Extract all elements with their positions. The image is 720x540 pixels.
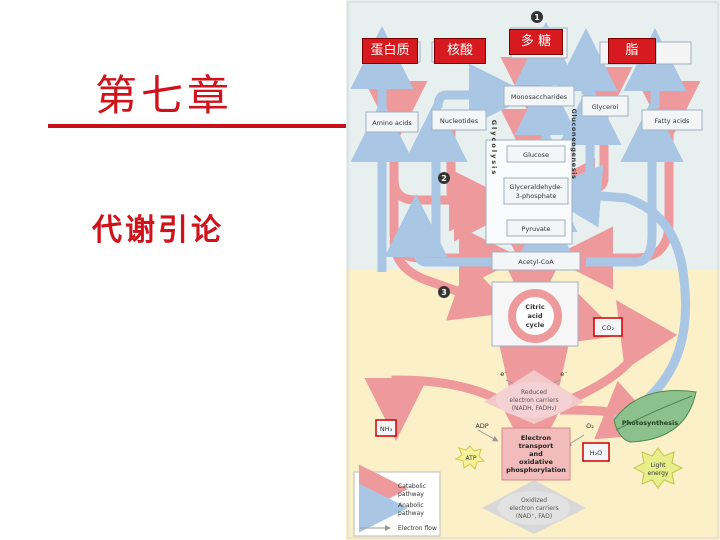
monosaccharides-label: Monosaccharides	[511, 93, 568, 101]
g3p-label-line1: Glyceraldehyde-	[509, 183, 563, 191]
legend-anabolic-line2: pathway	[398, 510, 424, 517]
electron-label-left: e⁻	[500, 370, 507, 378]
etc-label-line4: oxidative	[519, 458, 553, 466]
light-energy-starburst: Light energy	[632, 447, 684, 489]
stage-markers: 1 2 3	[438, 11, 543, 298]
legend: Key: Catabolic pathway Anabolic pathway …	[353, 464, 441, 537]
etc-label-line1: Electron	[521, 434, 552, 442]
nucleotides-label: Nucleotides	[440, 117, 479, 125]
vertical-labels: Glycolysis Gluconeogenesis	[490, 108, 578, 179]
etc-label-line5: phosphorylation	[506, 466, 566, 474]
light-label-line1: Light	[651, 462, 667, 469]
metabolite-boxes	[365, 85, 703, 462]
legend-title: Key:	[360, 476, 372, 483]
etc-label-line2: transport	[519, 442, 554, 450]
fatty-acids-label: Fatty acids	[654, 117, 690, 125]
pyruvate-label: Pyruvate	[522, 225, 551, 233]
anabolic-arrows	[350, 22, 691, 425]
oxidized-label-line3: (NAD⁺, FAD)	[516, 513, 553, 520]
oxidized-label-line2: electron carriers	[509, 505, 558, 512]
etc-label-line3: and	[529, 450, 543, 458]
stage-2-label: 2	[441, 174, 447, 183]
diagram-border	[347, 1, 719, 539]
citric-label-line1: Citric	[525, 303, 545, 311]
oxidized-label-line1: Oxidized	[521, 497, 547, 504]
light-label-line2: energy	[648, 470, 669, 477]
gluconeogenesis-label: Gluconeogenesis	[570, 108, 578, 179]
glycerol-label: Glycerol	[592, 103, 619, 111]
photosynthesis-leaf: Photosynthesis	[613, 390, 697, 443]
h2o-label: H₂O	[590, 449, 603, 457]
protein-tag: 蛋白质	[362, 38, 418, 64]
metabolism-diagram: 1 2 3 Monosaccharides Glycerol Amino aci…	[346, 0, 720, 540]
g3p-label-line2: 3-phosphate	[516, 192, 557, 200]
legend-anabolic-line1: Anabolic	[398, 502, 424, 509]
legend-catabolic-line2: pathway	[398, 491, 424, 498]
reduced-label-line1: Reduced	[521, 389, 547, 396]
legend-electron-flow: Electron flow	[398, 525, 437, 532]
legend-catabolic-line1: Catabolic	[398, 483, 426, 490]
nucleic-acid-tag: 核酸	[434, 38, 486, 64]
glycolysis-label: Glycolysis	[490, 120, 498, 177]
o2-label: O₂	[586, 422, 594, 430]
oxidized-carriers: Oxidized electron carriers (NAD⁺, FAD)	[482, 480, 586, 534]
acetyl-coa-label: Acetyl-CoA	[518, 258, 554, 266]
adp-label: ADP	[475, 422, 488, 430]
citric-acid-cycle: Citric acid cycle	[491, 281, 579, 347]
photosynthesis-label: Photosynthesis	[622, 419, 678, 427]
nh3-label: NH₃	[380, 425, 393, 433]
reduced-carriers: Reduced electron carriers (NADH, FADH₂)	[484, 370, 584, 424]
co2-label: CO₂	[602, 324, 615, 332]
slide-subtitle: 代谢引论	[92, 213, 224, 248]
citric-label-line3: cycle	[526, 321, 545, 329]
polysaccharide-tag: 多 糖	[509, 29, 563, 55]
lipid-tag: 脂	[608, 38, 656, 64]
metabolite-labels: Monosaccharides Glycerol Amino acids Nuc…	[372, 93, 690, 457]
reduced-label-line2: electron carriers	[509, 397, 558, 404]
amino-acids-label: Amino acids	[372, 119, 412, 127]
reduced-label-line3: (NADH, FADH₂)	[512, 405, 557, 412]
citric-label-line2: acid	[527, 312, 542, 320]
chapter-title: 第七章	[95, 71, 234, 120]
title-underline	[48, 124, 348, 128]
glucose-label: Glucose	[523, 151, 549, 159]
stage-1-label: 1	[534, 13, 540, 22]
stage-3-label: 3	[441, 288, 447, 297]
atp-starburst: ATP	[454, 445, 486, 470]
electron-label-right: e⁻	[560, 370, 567, 378]
electron-transport: Electron transport and oxidative phospho…	[501, 427, 571, 481]
atp-label: ATP	[466, 455, 477, 462]
